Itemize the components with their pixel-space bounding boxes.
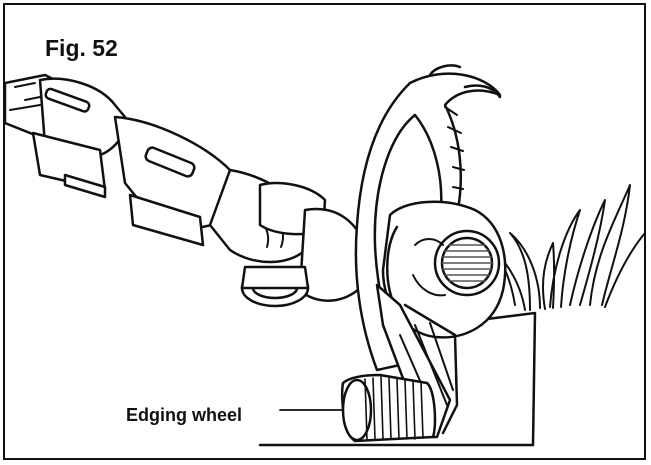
guard [354, 64, 502, 372]
figure-title: Fig. 52 [45, 35, 118, 61]
motor-housing [381, 200, 507, 339]
edging-wheel [340, 373, 437, 443]
motor-vent-hatching [441, 244, 493, 282]
edging-wheel-label: Edging wheel [126, 405, 243, 425]
shaft [5, 73, 367, 308]
figure-frame: Fig. 52 Edging wheel [3, 3, 646, 460]
grass [484, 184, 644, 311]
trimmer-illustration [5, 64, 644, 447]
